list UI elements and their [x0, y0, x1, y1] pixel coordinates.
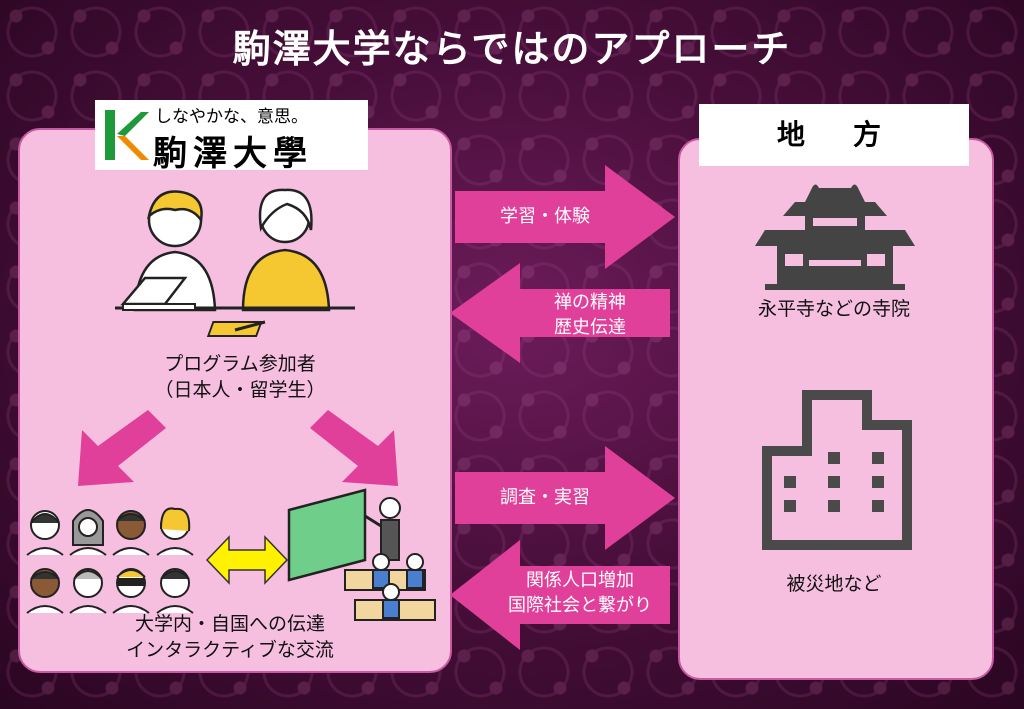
international-students-faces: [26, 507, 194, 614]
logo-mark-icon: [105, 110, 149, 160]
arrow-down-right: [310, 410, 398, 486]
university-logo: しなやかな、意思。 駒澤大學: [95, 100, 368, 174]
students-studying-illustration: [115, 188, 355, 337]
arrow-right-study: [455, 165, 675, 269]
exchange-label: 大学内・自国への伝達 インタラクティブな交流: [90, 612, 370, 663]
arrow-down-left: [78, 410, 166, 486]
exchange-label-line2: インタラクティブな交流: [126, 638, 334, 661]
temple-icon: [755, 184, 915, 290]
arrow-label-zen: 禅の精神 歴史伝達: [520, 290, 660, 340]
participants-label-line2: （日本人・留学生）: [154, 378, 326, 401]
arrow-label-relations-line2: 国際社会と繋がり: [508, 595, 652, 617]
arrow-label-study: 学習・体験: [500, 206, 590, 227]
arrow-label-relations-line1: 関係人口増加: [526, 570, 634, 591]
exchange-double-arrow: [205, 535, 289, 585]
building-icon: [762, 390, 912, 550]
classroom-illustration: [287, 488, 436, 621]
arrow-left-relations: [450, 540, 670, 650]
region-header: 地 方: [699, 104, 969, 166]
page-title: 駒澤大学ならではのアプローチ: [232, 27, 792, 71]
arrow-left-zen: [450, 263, 670, 363]
logo-name: 駒澤大學: [153, 134, 313, 174]
arrow-label-zen-line1: 禅の精神: [554, 292, 626, 313]
arrow-label-research: 調査・実習: [500, 487, 590, 508]
arrow-label-zen-line2: 歴史伝達: [554, 317, 626, 339]
disaster-area-label: 被災地など: [786, 573, 882, 595]
arrow-label-relations: 関係人口増加 国際社会と繋がり: [490, 568, 670, 618]
temple-label: 永平寺などの寺院: [757, 298, 910, 320]
participants-label-line1: プログラム参加者: [164, 353, 316, 375]
arrow-right-research: [455, 446, 675, 550]
participants-label: プログラム参加者 （日本人・留学生）: [120, 352, 360, 403]
logo-tagline: しなやかな、意思。: [155, 107, 308, 127]
exchange-label-line1: 大学内・自国への伝達: [134, 613, 325, 635]
